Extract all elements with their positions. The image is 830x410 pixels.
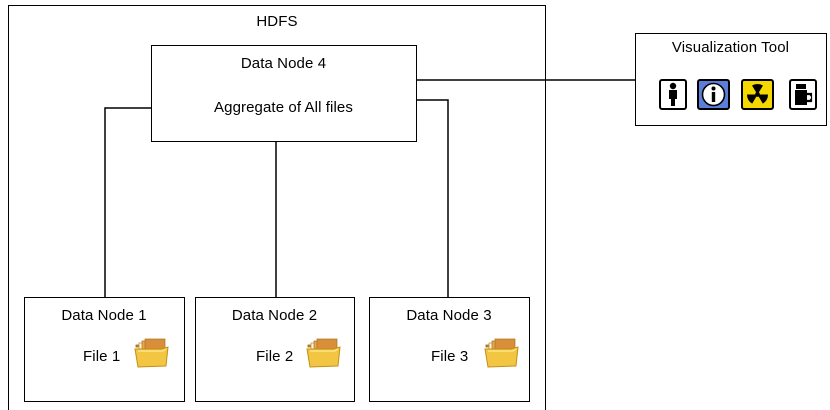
folder-icon [484,338,519,368]
connector-node4-node3 [417,99,449,297]
data-node-2-file-label: File 2 [256,348,294,365]
data-node-4: Data Node 4 Aggregate of All files [151,45,417,142]
coffee-mug-icon[interactable] [789,79,817,110]
data-node-1: Data Node 1 File 1 [24,297,185,402]
radiation-icon[interactable] [741,79,774,110]
hdfs-title: HDFS [256,13,298,30]
data-node-4-subtitle: Aggregate of All files [214,99,353,116]
data-node-2-title: Data Node 2 [231,307,318,324]
folder-icon [134,338,169,368]
data-node-1-title: Data Node 1 [61,307,147,324]
data-node-4-title: Data Node 4 [240,55,327,72]
data-node-2: Data Node 2 File 2 [195,297,355,402]
data-node-3-file-label: File 3 [431,348,469,365]
folder-icon [306,338,341,368]
person-icon[interactable] [659,79,687,110]
info-icon[interactable] [697,79,730,110]
visualization-tool-title: Visualization Tool [671,39,790,56]
data-node-1-file-label: File 1 [83,348,121,365]
data-node-3: Data Node 3 File 3 [369,297,530,402]
connector-node4-node1 [104,107,151,297]
data-node-3-title: Data Node 3 [406,307,492,324]
